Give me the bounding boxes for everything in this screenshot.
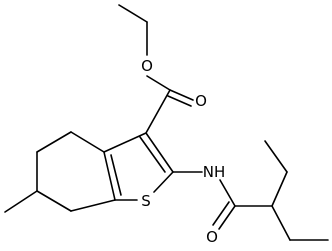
- bond-amide-co-2: [212, 201, 230, 226]
- bond-c6-c7: [36, 190, 72, 212]
- bond-amide-co-1: [218, 205, 236, 230]
- bond-c7a-c3a-1: [103, 151, 116, 201]
- bond-c3-c3a: [103, 132, 147, 153]
- bond-c3a-c4: [70, 131, 105, 153]
- amide-nitrogen-label: NH: [203, 163, 226, 181]
- bond-acyl-carbonyl-2: [167, 95, 192, 107]
- bond-c7-c7a: [70, 199, 116, 212]
- amide-carbonyl-oxygen-label: O: [206, 228, 218, 246]
- bond-c3-c2-2: [139, 136, 166, 173]
- bond-ethyl-ch3: [118, 4, 148, 23]
- bond-c7a-c3a-2: [110, 154, 122, 196]
- bond-c6-methyl: [4, 190, 38, 213]
- bond-c4-c5: [36, 131, 72, 153]
- bond-upper-ethyl-ch3: [264, 140, 288, 173]
- bond-o-acyl: [146, 75, 171, 91]
- bond-acyl-carbonyl-1: [169, 89, 194, 101]
- bond-ch-lower-ch2: [271, 205, 291, 241]
- bond-ch-upper-ch2: [271, 171, 288, 207]
- bond-acyl-ring: [145, 89, 171, 134]
- bond-c3-c2-1: [145, 132, 174, 173]
- ester-carbonyl-oxygen-label: O: [195, 92, 207, 110]
- bond-c2-s: [153, 171, 174, 193]
- ester-ether-oxygen-label: O: [141, 57, 153, 75]
- bond-n-carbonyl: [219, 179, 236, 207]
- thiophene-sulfur-label: S: [141, 192, 151, 210]
